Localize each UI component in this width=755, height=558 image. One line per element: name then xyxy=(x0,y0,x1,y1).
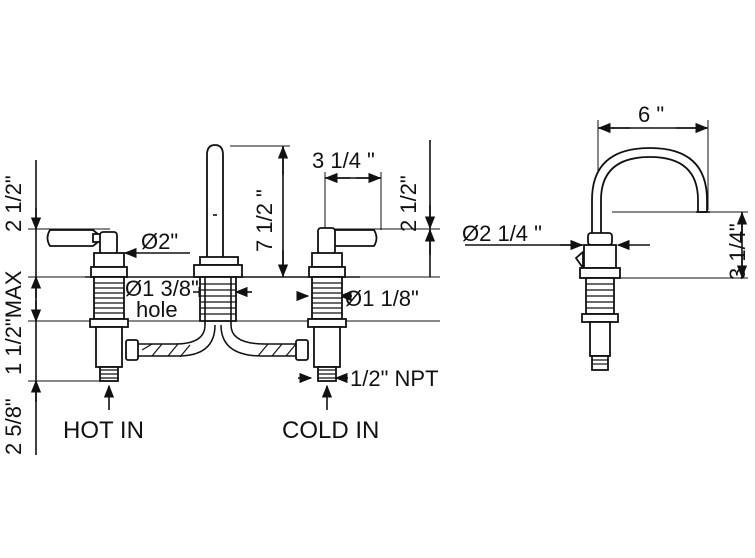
bottom-height-label: 2 5/8" xyxy=(1,398,26,455)
handle-height-left-label: 2 1/2" xyxy=(1,175,26,232)
side-view: 6 " Ø2 1/4 " 3 1/4" xyxy=(462,102,750,371)
hole-label: hole xyxy=(136,297,178,322)
front-view: 2 1/2" 1 1/2"MAX 2 5/8" 7 1/2 " 2 1/2" 3… xyxy=(1,140,440,455)
hot-valve xyxy=(46,229,129,382)
handle-diameter-label: Ø2" xyxy=(141,229,178,254)
handle-height-right-label: 2 1/2" xyxy=(396,175,421,232)
side-height-label: 3 1/4" xyxy=(725,223,750,280)
max-deck-label: 1 1/2"MAX xyxy=(1,270,26,375)
spout-reach-label: 6 " xyxy=(638,102,664,127)
npt-label: 1/2" NPT xyxy=(350,366,439,391)
hoses xyxy=(125,324,309,361)
handle-spacing-label: 3 1/4 " xyxy=(312,148,375,173)
hole-diameter-label: Ø1 3/8" xyxy=(125,276,199,301)
valve-diameter-label: Ø1 1/8" xyxy=(345,286,419,311)
hot-in-label: HOT IN xyxy=(63,417,144,444)
cold-valve xyxy=(307,227,378,382)
spout-base-diameter-label: Ø2 1/4 " xyxy=(462,221,542,246)
spout-height-label: 7 1/2 " xyxy=(252,189,277,252)
center-spout xyxy=(193,144,243,325)
cold-in-label: COLD IN xyxy=(282,417,379,444)
